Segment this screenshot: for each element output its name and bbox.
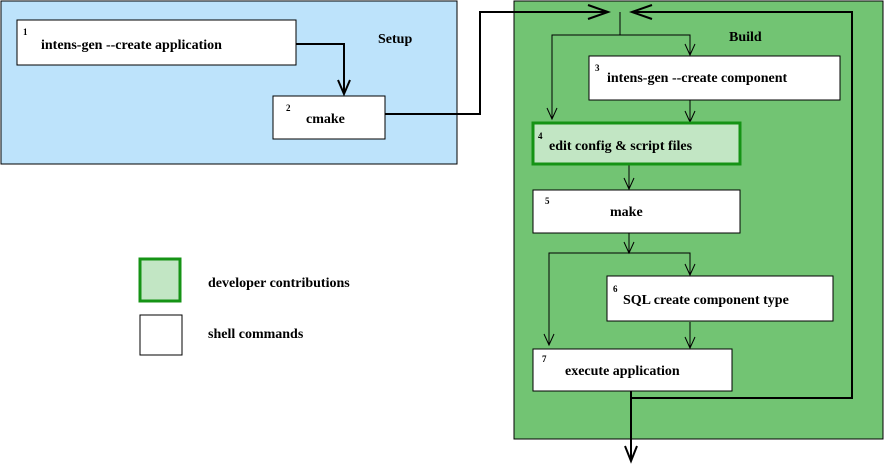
step-box-5-frame (532, 189, 741, 234)
exit-arrowhead (624, 445, 638, 464)
step-box-7-frame (532, 348, 733, 392)
branch-top-split (551, 34, 691, 119)
build-region-label: Build (729, 30, 762, 45)
arrowhead-4 (546, 107, 558, 121)
arrowhead-4-5 (623, 177, 635, 191)
arrowhead-7 (543, 333, 555, 347)
connectors (296, 4, 853, 464)
loop-back-connector (630, 11, 853, 399)
arrowhead-3 (684, 43, 696, 57)
step-label-3: intens-gen --create component (607, 71, 787, 86)
legend: developer contributions shell commands (138, 257, 350, 356)
arrowhead-build-left (587, 4, 612, 20)
step-number-6: 6 (613, 284, 618, 294)
setup-region-label: Setup (378, 32, 412, 47)
step-box-7: 7 execute application (532, 348, 733, 392)
step-box-3-frame (588, 55, 841, 101)
step-label-1: intens-gen --create application (41, 38, 222, 53)
step-label-7: execute application (565, 364, 680, 379)
step-box-2-frame (272, 95, 386, 140)
step-number-1: 1 (23, 27, 28, 37)
step-label-6: SQL create component type (623, 293, 789, 308)
arrowhead-6-7 (684, 336, 696, 350)
step-label-4: edit config & script files (549, 139, 693, 154)
step-box-6: 6 SQL create component type (606, 275, 834, 322)
step-box-3: 3 intens-gen --create component (588, 55, 841, 101)
step-box-2: 2 cmake (272, 95, 386, 140)
step-number-4: 4 (538, 131, 543, 141)
step-box-6-frame (606, 275, 834, 322)
branch-bottom-split (548, 252, 691, 345)
step-label-5: make (610, 205, 643, 220)
legend-shell-swatch (139, 314, 183, 356)
step-box-1: 1 intens-gen --create application (16, 19, 297, 66)
arrowhead-6 (684, 263, 696, 277)
step-number-3: 3 (595, 63, 600, 73)
legend-developer-label: developer contributions (208, 276, 350, 291)
step-box-4: 4 edit config & script files (531, 121, 742, 166)
arrowhead-build-right (628, 4, 653, 20)
legend-shell-label: shell commands (208, 327, 304, 342)
step-box-5: 5 make (532, 189, 741, 234)
step-number-5: 5 (545, 196, 550, 206)
legend-developer-swatch (138, 257, 182, 303)
connector-1-to-2 (296, 43, 345, 94)
step-box-4-frame (531, 121, 742, 166)
step-number-2: 2 (286, 103, 291, 113)
connector-2-to-build (385, 11, 608, 115)
step-number-7: 7 (542, 354, 547, 364)
step-box-1-frame (16, 19, 297, 66)
arrowhead-2 (337, 79, 351, 97)
step-label-2: cmake (306, 112, 345, 127)
